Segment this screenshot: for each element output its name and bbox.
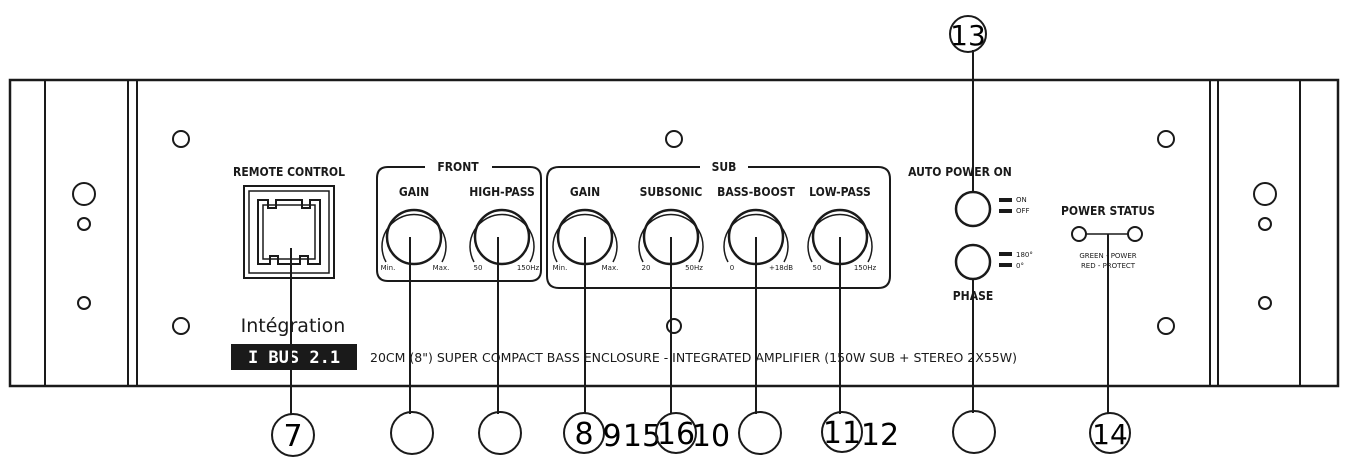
- auto-power-switch[interactable]: [954, 190, 992, 228]
- front-gain-label: GAIN: [399, 185, 429, 199]
- svg-text:14: 14: [1092, 418, 1128, 451]
- callout-9: 9: [602, 419, 621, 454]
- phase-switch[interactable]: [954, 243, 992, 281]
- front-highpass-min: 50: [474, 264, 483, 272]
- front-group-label: FRONT: [437, 160, 479, 174]
- callouts: 7 8 9 15 16 10 11 12 13: [271, 15, 1131, 457]
- sub-group-label: SUB: [712, 160, 737, 174]
- svg-text:8: 8: [574, 417, 593, 452]
- sub-subsonic-min: 20: [642, 264, 651, 272]
- led-right-icon: [1127, 226, 1143, 242]
- phase-180-text: 180°: [1016, 251, 1033, 259]
- callout-11: 11: [821, 411, 863, 453]
- product-description: 20CM (8") SUPER COMPACT BASS ENCLOSURE -…: [370, 350, 1017, 365]
- front-highpass-label: HIGH-PASS: [469, 185, 535, 199]
- callout-blank-3: [738, 411, 782, 455]
- leader-lines: [290, 50, 1109, 414]
- svg-text:16: 16: [657, 417, 695, 452]
- auto-power-label: AUTO POWER ON: [908, 165, 1012, 179]
- callout-14: 14: [1089, 412, 1131, 454]
- sub-subsonic-max: 50Hz: [685, 264, 703, 272]
- model-badge: [231, 344, 357, 370]
- mounting-holes: [72, 130, 1277, 335]
- phase-section: 180° 0° PHASE: [953, 243, 1033, 303]
- phase-180-icon: [999, 252, 1012, 256]
- sub-gain-label: GAIN: [570, 185, 600, 199]
- remote-control-label: REMOTE CONTROL: [233, 165, 345, 179]
- model-name: I BUS 2.1: [248, 348, 340, 368]
- switch-on-icon: [999, 198, 1012, 202]
- sub-lowpass-min: 50: [813, 264, 822, 272]
- front-highpass-max: 150Hz: [517, 264, 540, 272]
- power-status-label: POWER STATUS: [1061, 204, 1155, 218]
- phase-0-text: 0°: [1016, 262, 1024, 270]
- auto-power-section: AUTO POWER ON ON OFF: [908, 165, 1030, 228]
- sub-lowpass-max: 150Hz: [854, 264, 877, 272]
- front-gain-min: Min.: [381, 264, 396, 272]
- callout-13: 13: [949, 15, 987, 53]
- sub-gain-min: Min.: [553, 264, 568, 272]
- led-left-icon: [1071, 226, 1087, 242]
- callout-16: 16: [655, 412, 697, 454]
- sub-subsonic-label: SUBSONIC: [640, 185, 703, 199]
- front-group: FRONT GAIN HIGH-PASS Min. Max. 50 150Hz: [376, 160, 542, 282]
- sub-bassboost-label: BASS-BOOST: [717, 185, 795, 199]
- callout-blank-1: [390, 411, 434, 455]
- sub-bassboost-min: 0: [730, 264, 734, 272]
- front-gain-max: Max.: [433, 264, 450, 272]
- callout-15: 15: [623, 419, 661, 454]
- auto-power-off-text: OFF: [1016, 207, 1030, 215]
- brand-logo-text: Intégration: [241, 315, 346, 337]
- panel-body: [8, 78, 1340, 388]
- front-gain-knob[interactable]: [381, 208, 447, 266]
- callout-10: 10: [692, 419, 730, 454]
- switch-off-icon: [999, 209, 1012, 213]
- sub-bassboost-max: +18dB: [769, 264, 793, 272]
- svg-text:11: 11: [823, 416, 861, 451]
- callout-7: 7: [271, 413, 315, 457]
- svg-text:7: 7: [283, 419, 302, 454]
- callout-blank-2: [478, 411, 522, 455]
- callout-12: 12: [861, 418, 899, 453]
- auto-power-on-text: ON: [1016, 196, 1027, 204]
- sub-lowpass-label: LOW-PASS: [809, 185, 871, 199]
- phase-0-icon: [999, 263, 1012, 267]
- callout-8: 8: [563, 412, 605, 454]
- front-highpass-knob[interactable]: [469, 208, 535, 266]
- sub-gain-max: Max.: [602, 264, 619, 272]
- remote-control-port: REMOTE CONTROL: [233, 165, 345, 279]
- svg-text:13: 13: [950, 19, 986, 52]
- sub-group: SUB GAIN SUBSONIC BASS-BOOST LOW-PASS Mi…: [546, 160, 891, 289]
- callout-blank-4: [952, 410, 996, 454]
